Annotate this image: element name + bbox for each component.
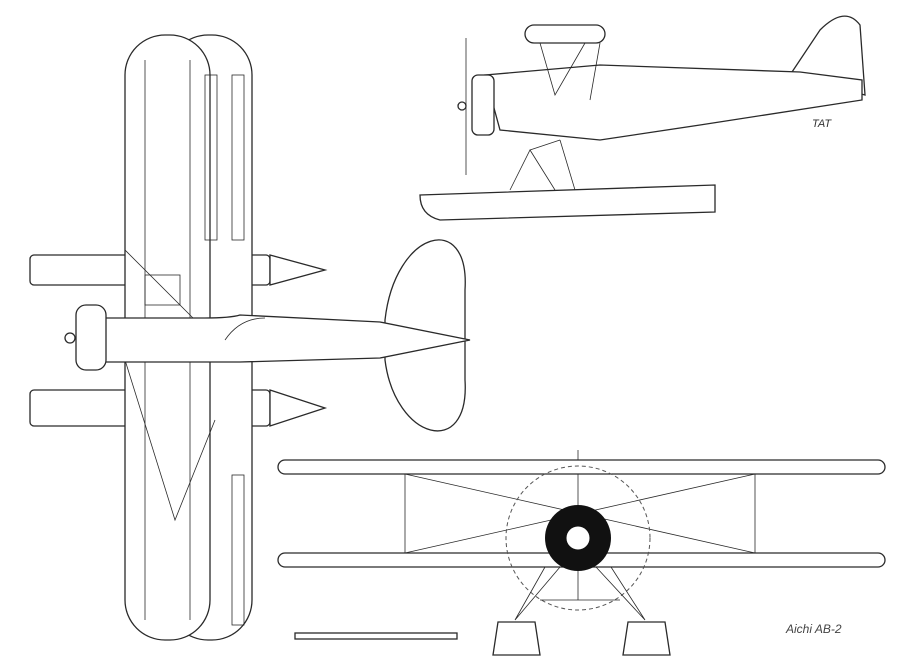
float-side	[419, 184, 716, 221]
front-view	[277, 450, 886, 656]
plan-view	[29, 34, 471, 641]
float-front-right	[622, 621, 671, 656]
upper-wing-side	[524, 24, 606, 44]
side-view: TAT	[419, 15, 866, 221]
float-front-left	[492, 621, 541, 656]
fuselage-side	[484, 64, 863, 141]
engine-side	[471, 74, 495, 136]
upper-wing-front	[277, 459, 886, 475]
engine-plan	[75, 304, 107, 371]
signature: TAT	[812, 118, 832, 130]
scale-bar	[294, 632, 458, 640]
fuselage-plan	[99, 314, 471, 363]
propeller-disc	[505, 465, 651, 611]
drawing-caption: Aichi AB-2	[786, 622, 842, 636]
